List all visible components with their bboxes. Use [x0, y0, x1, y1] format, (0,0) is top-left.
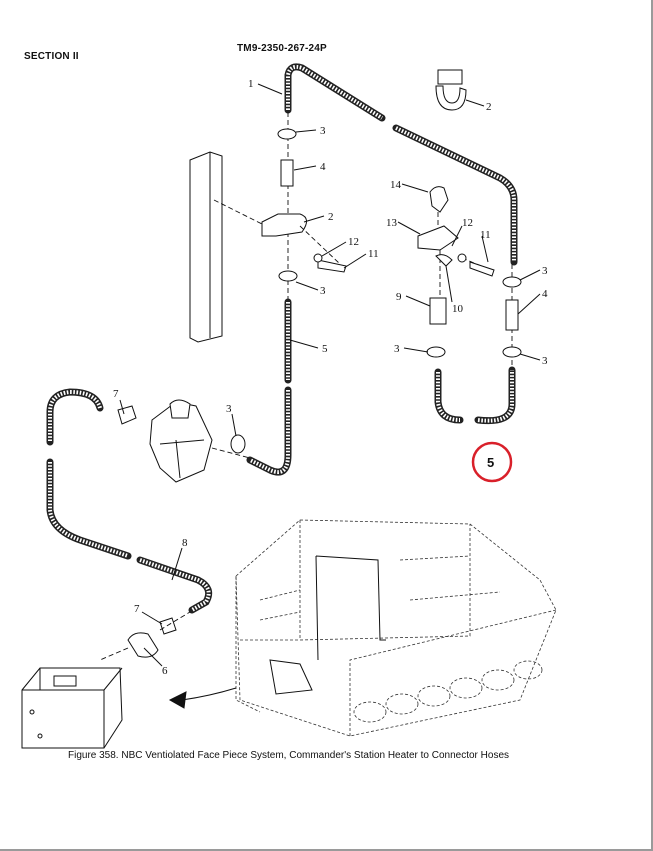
hose-1: [284, 63, 518, 266]
section-heading: SECTION II: [24, 51, 79, 62]
callout-3-mid-left: 3: [320, 285, 326, 297]
heater-valve-block: [117, 399, 251, 483]
mounting-bracket: [189, 151, 263, 343]
highlighted-callout-5: 5: [471, 441, 513, 483]
callout-8: 8: [182, 537, 188, 549]
callout-7-upper: 7: [113, 388, 119, 400]
callout-4-right: 4: [542, 288, 548, 300]
callout-2-top: 2: [486, 101, 492, 113]
callout-6: 6: [162, 665, 168, 677]
callout-5-right: 5: [487, 455, 494, 470]
callout-3-right-upper: 3: [542, 265, 548, 277]
figure-caption: Figure 358. NBC Ventiolated Face Piece S…: [68, 750, 510, 761]
clamp-2-top: [435, 69, 485, 111]
callout-10: 10: [452, 303, 464, 315]
callout-5-left: 5: [322, 343, 328, 355]
callout-2-left: 2: [328, 211, 334, 223]
callout-labels: 1 2 3 4 2 12 11 3 5 14 13 12 11 9 10 3 3…: [113, 78, 548, 677]
callout-1: 1: [248, 78, 254, 90]
vehicle-outline: [168, 519, 557, 737]
lower-connector-parts: [99, 611, 191, 661]
left-column-parts: [261, 112, 347, 300]
callout-13: 13: [386, 217, 398, 229]
callout-3-right-bottom: 3: [542, 355, 548, 367]
callout-3-heater: 3: [226, 403, 232, 415]
hose-5-right: [434, 366, 516, 425]
callout-3-right-lower: 3: [394, 343, 400, 355]
document-number: TM9-2350-267-24P: [237, 43, 327, 54]
highlight-circle: [471, 441, 513, 483]
leader-lines: [119, 83, 541, 667]
callout-7-lower: 7: [134, 603, 140, 615]
callout-12-left: 12: [348, 236, 359, 248]
callout-11-left: 11: [368, 248, 379, 260]
hose-8: [46, 388, 213, 614]
right-column-parts: [502, 264, 522, 370]
callout-12-right: 12: [462, 217, 473, 229]
callout-11-right: 11: [480, 229, 491, 241]
callout-9: 9: [396, 291, 402, 303]
heater-box: [21, 667, 123, 749]
callout-3-upper-left: 3: [320, 125, 326, 137]
right-mount-assembly: [417, 186, 495, 358]
hose-5-left: [246, 298, 292, 476]
callout-4-left: 4: [320, 161, 326, 173]
callout-14: 14: [390, 179, 402, 191]
